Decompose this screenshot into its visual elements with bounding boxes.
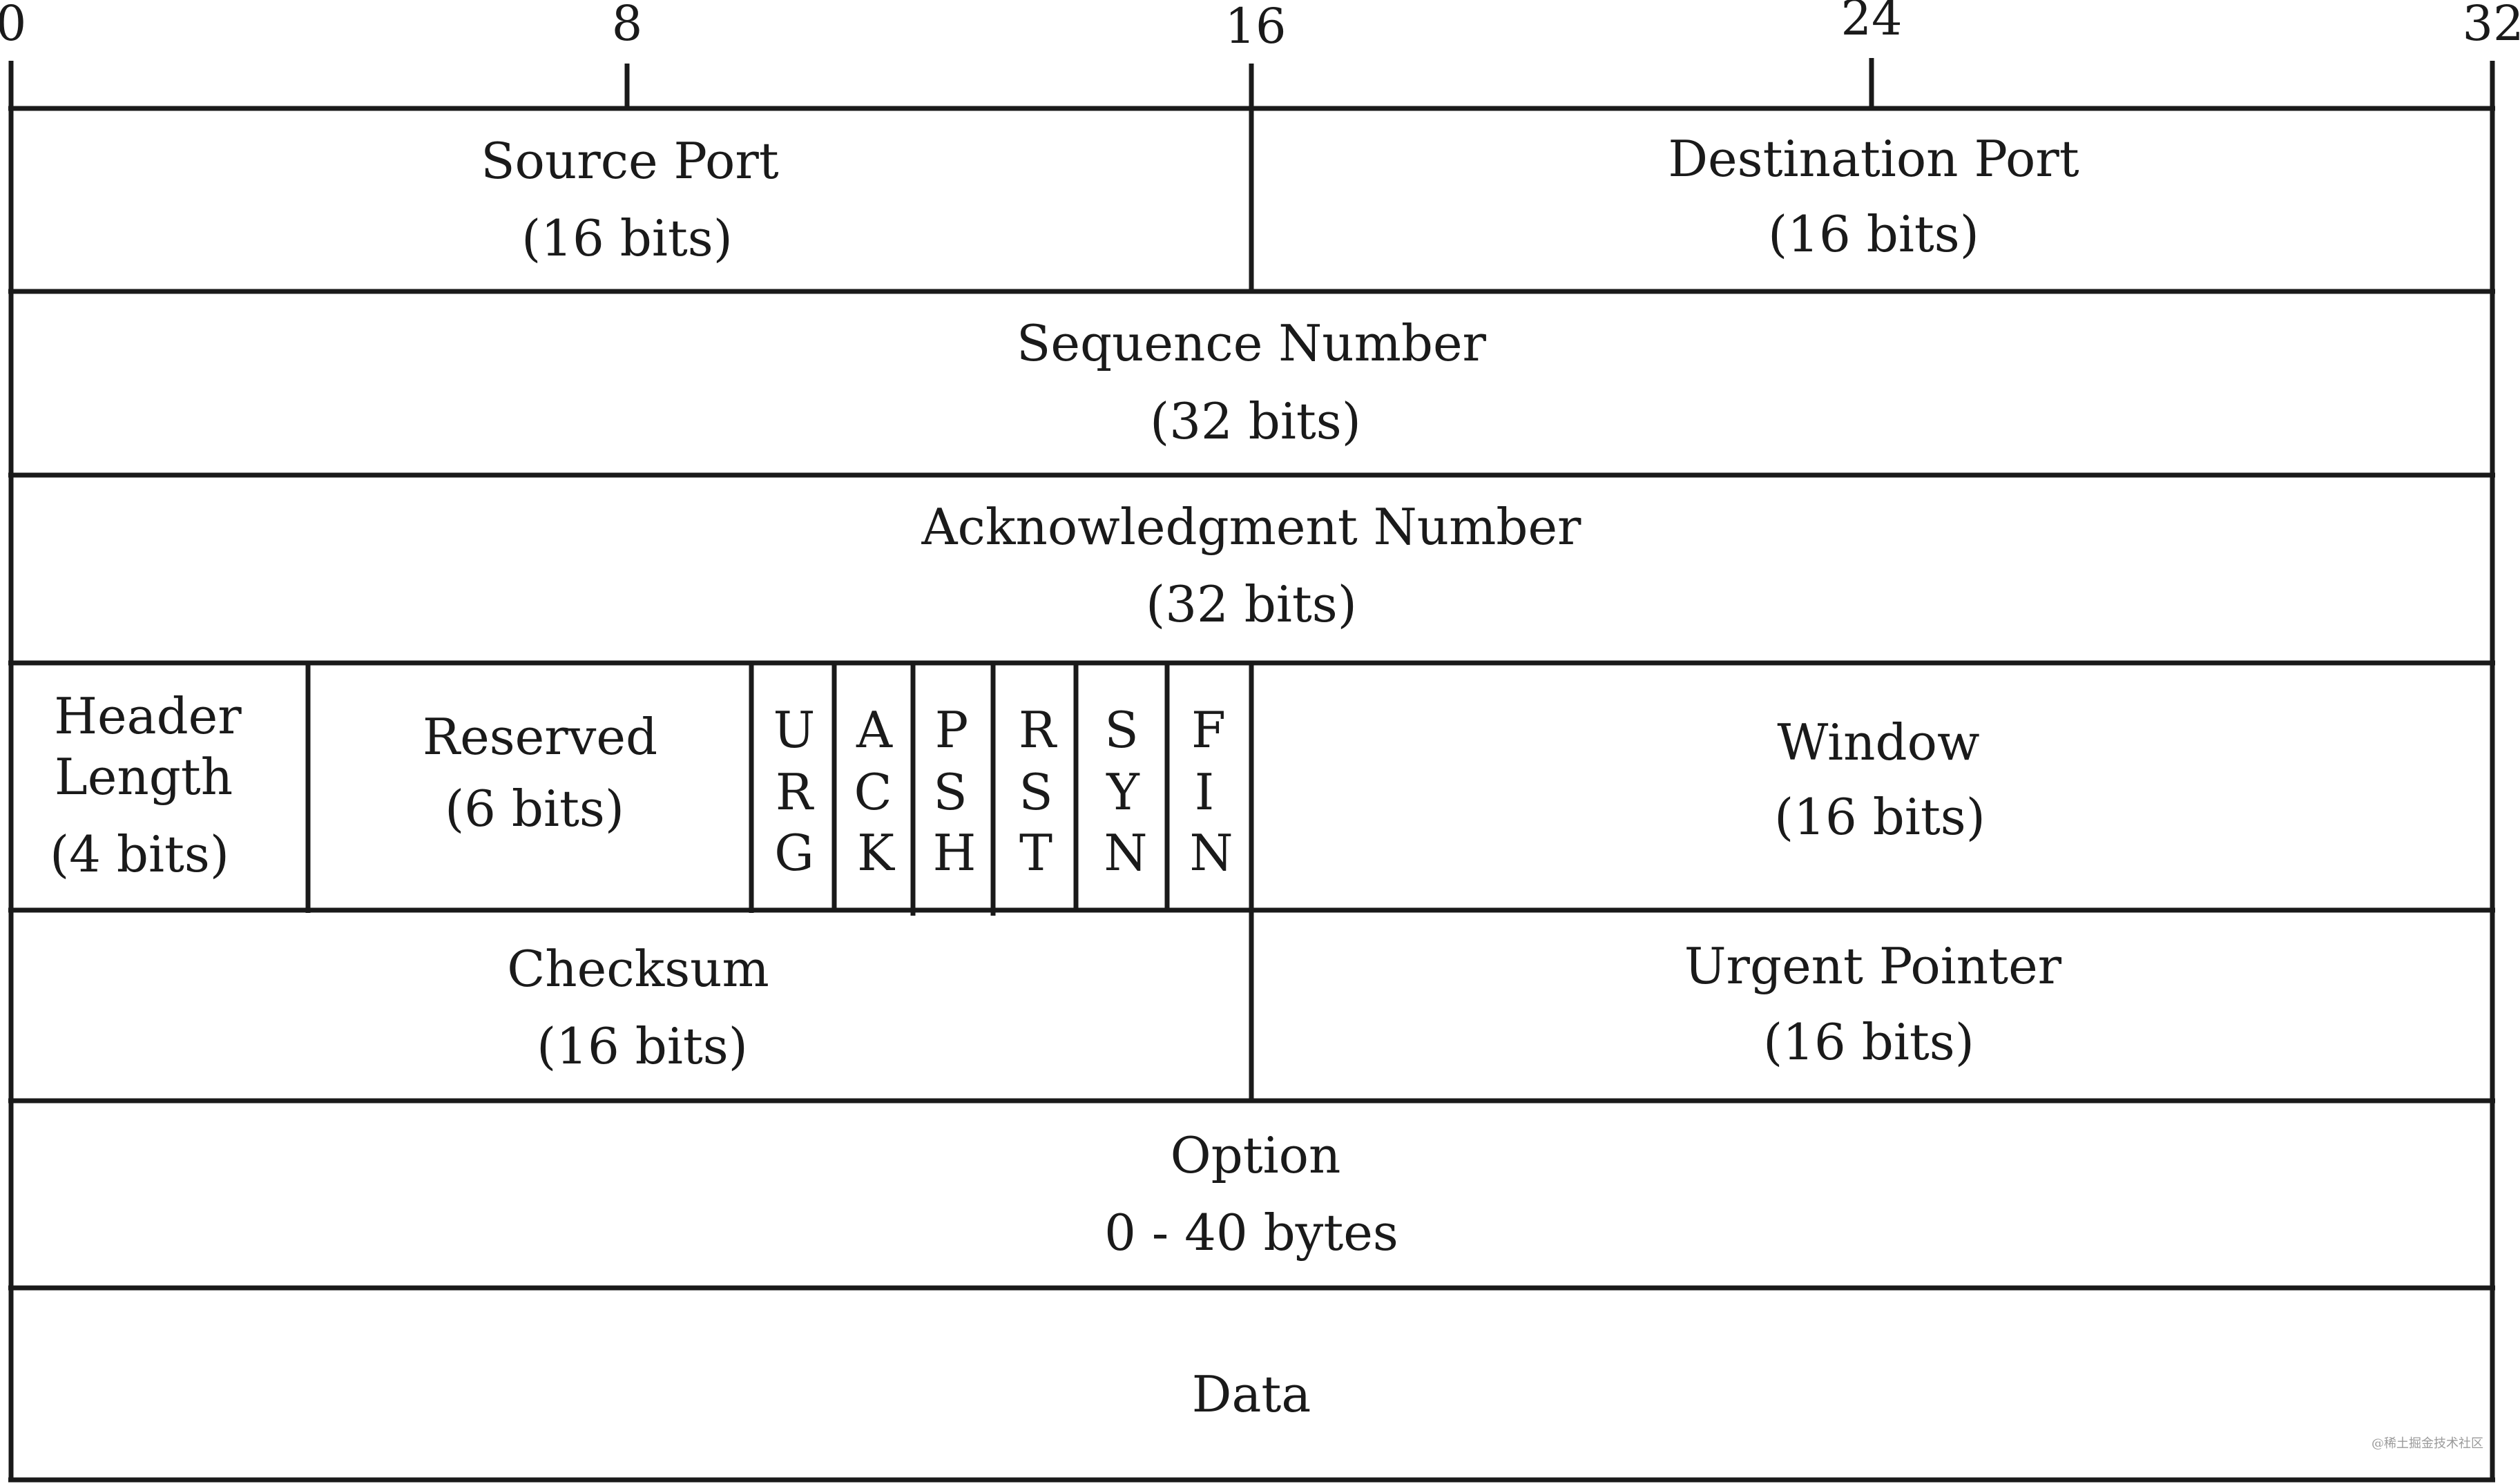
sequence-number-size: (32 bits): [1150, 392, 1361, 450]
destination-port-label: Destination Port: [1668, 130, 2079, 188]
field-sequence-number: Sequence Number (32 bits): [1017, 314, 1487, 450]
acknowledgment-number-label: Acknowledgment Number: [921, 498, 1582, 556]
flag-urg-letter-1: U: [773, 701, 816, 759]
flag-urg-letter-2: R: [776, 763, 814, 821]
bit-ruler: 0 8 16 24 32: [0, 0, 2520, 107]
urgent-pointer-size: (16 bits): [1763, 1013, 1974, 1071]
field-acknowledgment-number: Acknowledgment Number (32 bits): [921, 498, 1582, 633]
tick-label-24: 24: [1840, 0, 1902, 46]
flag-fin-letter-3: N: [1190, 824, 1233, 882]
watermark: @稀土掘金技术社区: [2372, 1436, 2483, 1451]
urgent-pointer-label: Urgent Pointer: [1684, 937, 2062, 995]
header-frame: [8, 106, 2495, 1483]
tick-label-0: 0: [0, 0, 26, 52]
flag-ack-letter-2: C: [854, 763, 892, 821]
data-label: Data: [1192, 1365, 1311, 1423]
flag-psh: P S H: [933, 701, 977, 882]
option-size: 0 - 40 bytes: [1104, 1204, 1398, 1262]
header-length-size: (4 bits): [50, 825, 229, 883]
field-destination-port: Destination Port (16 bits): [1668, 130, 2079, 263]
flag-urg: U R G: [773, 701, 816, 882]
field-data: Data: [1192, 1365, 1311, 1423]
field-urgent-pointer: Urgent Pointer (16 bits): [1684, 937, 2062, 1071]
acknowledgment-number-size: (32 bits): [1146, 575, 1357, 633]
flag-rst-letter-1: R: [1019, 701, 1057, 759]
flag-psh-letter-2: S: [933, 763, 967, 821]
tick-label-32: 32: [2462, 0, 2520, 52]
field-option: Option 0 - 40 bytes: [1104, 1126, 1398, 1262]
destination-port-size: (16 bits): [1768, 205, 1979, 263]
flag-rst: R S T: [1019, 701, 1057, 882]
window-label: Window: [1777, 713, 1979, 771]
source-port-label: Source Port: [481, 132, 779, 190]
field-source-port: Source Port (16 bits): [481, 132, 779, 267]
flag-fin-letter-2: I: [1195, 763, 1214, 821]
header-length-label-line2: Length: [55, 748, 233, 806]
flag-rst-letter-3: T: [1019, 824, 1052, 882]
flag-rst-letter-2: S: [1019, 763, 1052, 821]
flag-psh-letter-3: H: [933, 824, 977, 882]
tick-label-8: 8: [612, 0, 643, 52]
field-checksum: Checksum (16 bits): [507, 940, 769, 1075]
reserved-label: Reserved: [423, 708, 657, 766]
flag-ack-letter-3: K: [857, 824, 895, 882]
flag-syn-letter-2: Y: [1106, 763, 1140, 821]
flag-syn-letter-3: N: [1104, 824, 1148, 882]
reserved-size: (6 bits): [445, 780, 624, 838]
source-port-size: (16 bits): [521, 209, 733, 267]
header-length-label-line1: Header: [54, 687, 242, 745]
flag-fin: F I N: [1190, 701, 1233, 882]
flag-fin-letter-1: F: [1191, 701, 1226, 759]
flag-ack: A C K: [854, 701, 895, 882]
flag-ack-letter-1: A: [856, 701, 893, 759]
flag-syn-letter-1: S: [1104, 701, 1138, 759]
field-window: Window (16 bits): [1774, 713, 1985, 846]
window-size: (16 bits): [1774, 788, 1985, 846]
sequence-number-label: Sequence Number: [1017, 314, 1487, 372]
option-label: Option: [1171, 1126, 1341, 1184]
tick-label-16: 16: [1224, 0, 1286, 55]
flag-syn: S Y N: [1104, 701, 1148, 882]
field-header-length: Header Length (4 bits): [50, 687, 242, 883]
checksum-size: (16 bits): [537, 1017, 748, 1075]
flag-psh-letter-1: P: [935, 701, 968, 759]
checksum-label: Checksum: [507, 940, 769, 998]
flag-urg-letter-3: G: [774, 824, 814, 882]
field-reserved: Reserved (6 bits): [423, 708, 657, 838]
